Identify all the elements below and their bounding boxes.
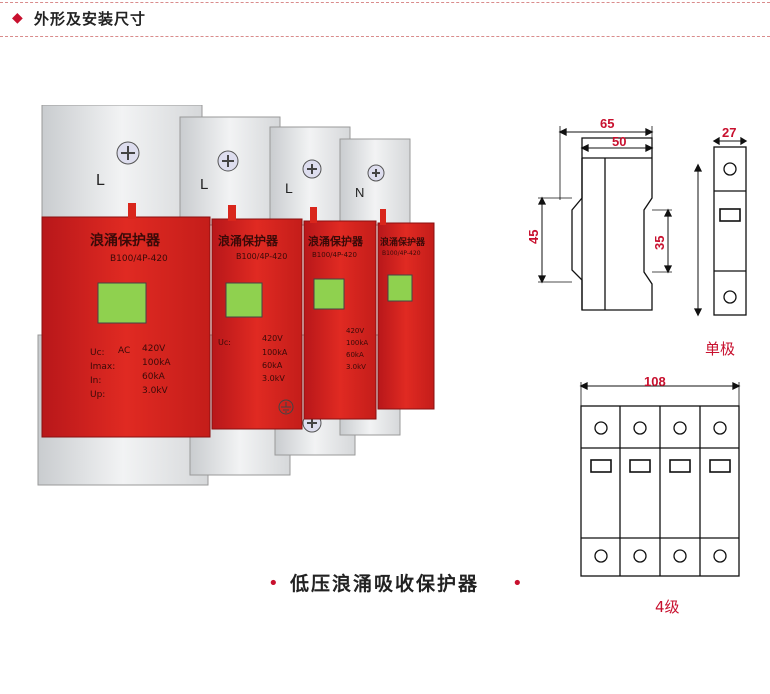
four-pole-drawing (579, 381, 741, 577)
pole-label-4: N (355, 185, 364, 200)
caption-dot-right-icon: • (512, 573, 523, 594)
module-2-brand: 浪涌保护器 (218, 233, 279, 248)
pole-label-2: L (200, 176, 208, 193)
module-2-spec-imax-value: 100kA (262, 348, 288, 357)
module-1-spec-imax-key: Imax: (90, 362, 115, 372)
product-caption: • 低压浪涌吸收保护器 • (250, 572, 540, 598)
module-1-brand: 浪涌保护器 (90, 232, 161, 249)
section-header: ◆ 外形及安装尺寸 (0, 0, 770, 40)
single-pole-drawing: 27 (693, 125, 748, 317)
diamond-bullet-icon: ◆ (12, 10, 23, 26)
module-1-spec-uc-key: Uc: (90, 348, 105, 358)
module-4-model: B100/4P-420 (382, 250, 421, 257)
four-pole-label: 4级 (655, 598, 680, 616)
side-view-drawing: 65 50 45 35 (526, 116, 673, 311)
caption-dot-left-icon: • (268, 573, 279, 594)
ground-icon (278, 399, 294, 415)
module-1-spec-in-value: 60kA (142, 372, 166, 382)
module-1-spec-in-key: In: (90, 376, 101, 386)
module-1: 浪涌保护器 B100/4P-420 Uc: AC 420V Imax: 100k… (41, 203, 211, 438)
module-3-model: B100/4P-420 (312, 251, 357, 259)
dim-side-height-left: 45 (526, 230, 541, 244)
dim-four-width: 108 (644, 374, 666, 389)
module-2-spec-in-value: 60kA (262, 361, 283, 370)
pole-label-3: L (285, 180, 293, 196)
module-3-brand: 浪涌保护器 (308, 234, 364, 248)
module-1-spec-up-value: 3.0kV (142, 386, 169, 396)
module-3-spec-imax-value: 100kA (346, 339, 368, 347)
module-3: 浪涌保护器 B100/4P-420 420V 100kA 60kA 3.0kV (303, 207, 377, 420)
screw-icons (116, 141, 385, 433)
module-3-spec-in-value: 60kA (346, 351, 364, 359)
module-4-brand: 浪涌保护器 (380, 236, 426, 248)
module-4: 浪涌保护器 B100/4P-420 (377, 209, 435, 410)
four-pole-width-label: 108 (644, 374, 666, 389)
dim-side-width-outer: 65 (600, 116, 614, 131)
dim-side-width-inner: 50 (612, 134, 626, 149)
single-pole-label: 单极 (705, 340, 736, 358)
section-title: 外形及安装尺寸 (34, 10, 147, 28)
dim-single-width: 27 (722, 125, 736, 140)
module-1-model: B100/4P-420 (110, 254, 168, 264)
module-3-spec-uc-value: 420V (346, 327, 364, 335)
header-top-divider (0, 2, 770, 3)
module-2-spec-uc-key: Uc: (218, 338, 231, 347)
module-1-spec-uc-value: 420V (142, 344, 166, 354)
module-1-spec-imax-value: 100kA (142, 358, 171, 368)
pole-label-1: L (96, 172, 105, 189)
module-2-spec-up-value: 3.0kV (262, 374, 285, 383)
module-3-spec-up-value: 3.0kV (346, 363, 366, 371)
module-1-spec-uc-mid: AC (118, 346, 130, 356)
module-2: 浪涌保护器 B100/4P-420 Uc: 420V 100kA 60kA 3.… (211, 205, 303, 430)
module-1-spec-up-key: Up: (90, 390, 105, 400)
caption-text: 低压浪涌吸收保护器 (290, 573, 480, 595)
module-2-spec-uc-value: 420V (262, 334, 283, 343)
dim-side-height-right: 35 (652, 236, 667, 250)
product-photo: L L L N 浪涌保护器 B100/4P-420 Uc: AC 420V Im… (37, 105, 435, 486)
module-2-model: B100/4P-420 (236, 252, 287, 261)
header-bottom-divider (0, 36, 770, 37)
